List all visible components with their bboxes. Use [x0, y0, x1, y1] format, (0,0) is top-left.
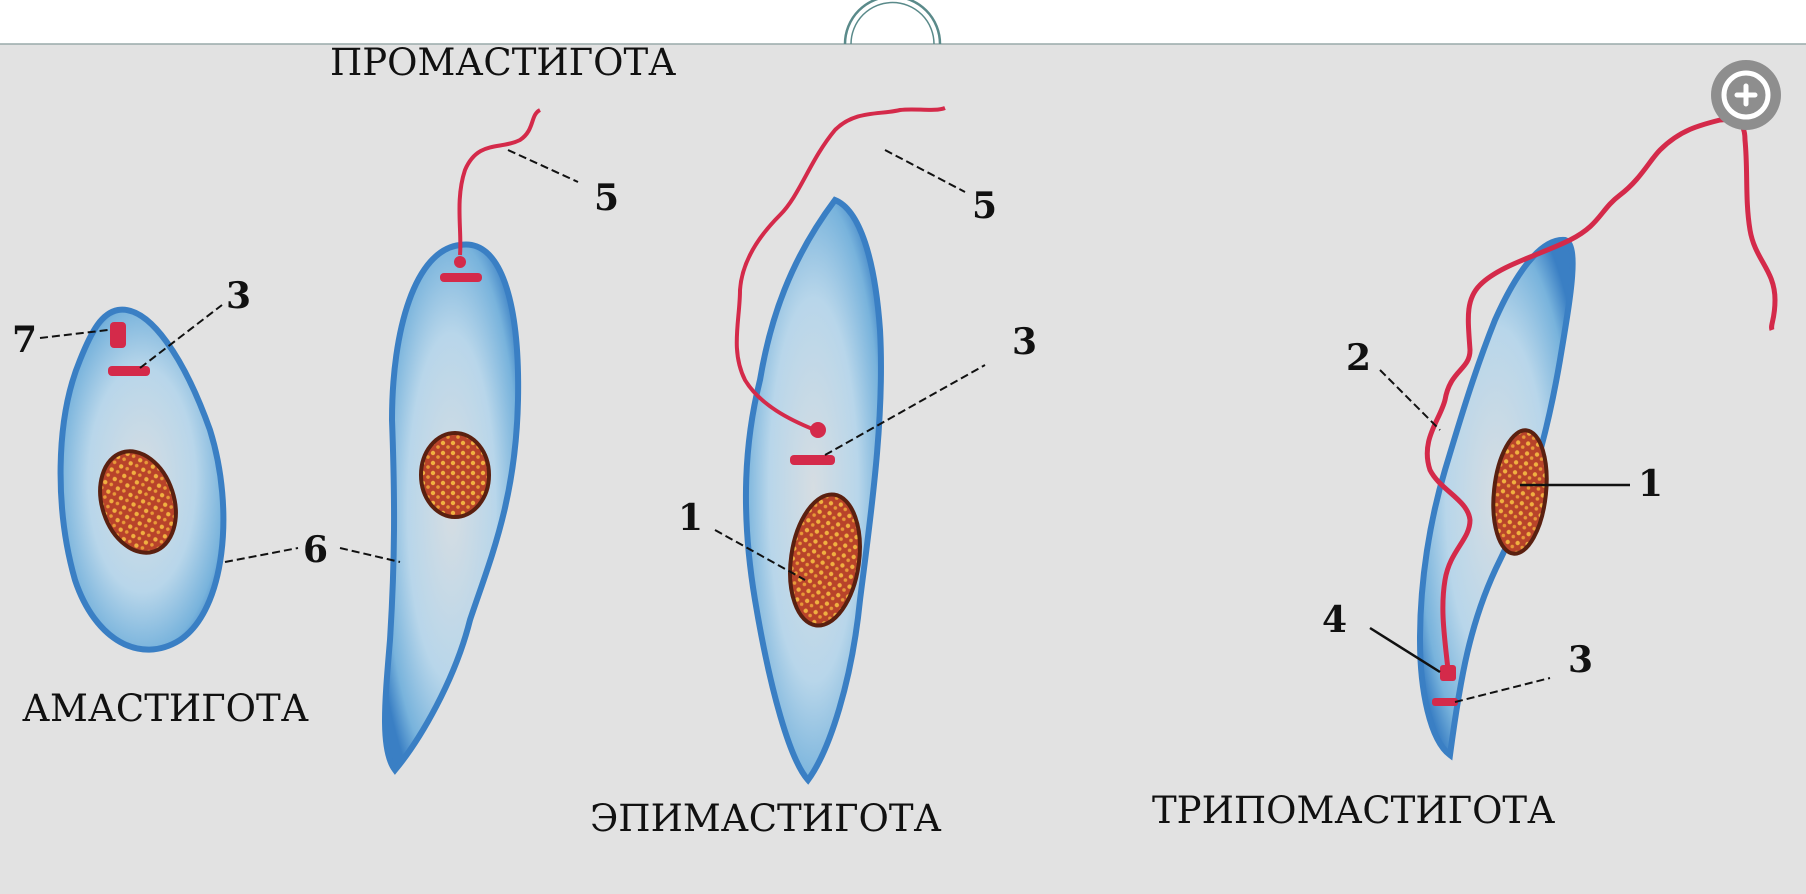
callout-6: 6 — [303, 532, 328, 568]
decor-circle-icon — [845, 0, 940, 44]
stage-title-tripomastigota: ТРИПОМАСТИГОТА — [1152, 792, 1555, 829]
stage-title-promastigota: ПРОМАСТИГОТА — [330, 44, 676, 81]
callout-4: 4 — [1322, 602, 1347, 638]
stage-title-amastigota: АМАСТИГОТА — [22, 690, 309, 727]
expand-icon — [1711, 60, 1781, 130]
callout-1-tripomastigota: 1 — [1638, 466, 1663, 502]
callout-3-epimastigota: 3 — [1012, 324, 1037, 360]
callout-3-tripomastigota: 3 — [1568, 642, 1593, 678]
promastigota-nucleus — [421, 433, 489, 517]
callout-5-promastigota: 5 — [594, 180, 619, 216]
callout-3-amastigota: 3 — [226, 278, 251, 314]
callout-5-epimastigota: 5 — [972, 188, 997, 224]
stage-title-epimastigota: ЭПИМАСТИГОТА — [590, 800, 942, 837]
expand-button[interactable] — [1711, 60, 1781, 130]
callout-2: 2 — [1346, 340, 1371, 376]
callout-1-epimastigota: 1 — [678, 500, 703, 536]
callout-7: 7 — [12, 322, 37, 358]
